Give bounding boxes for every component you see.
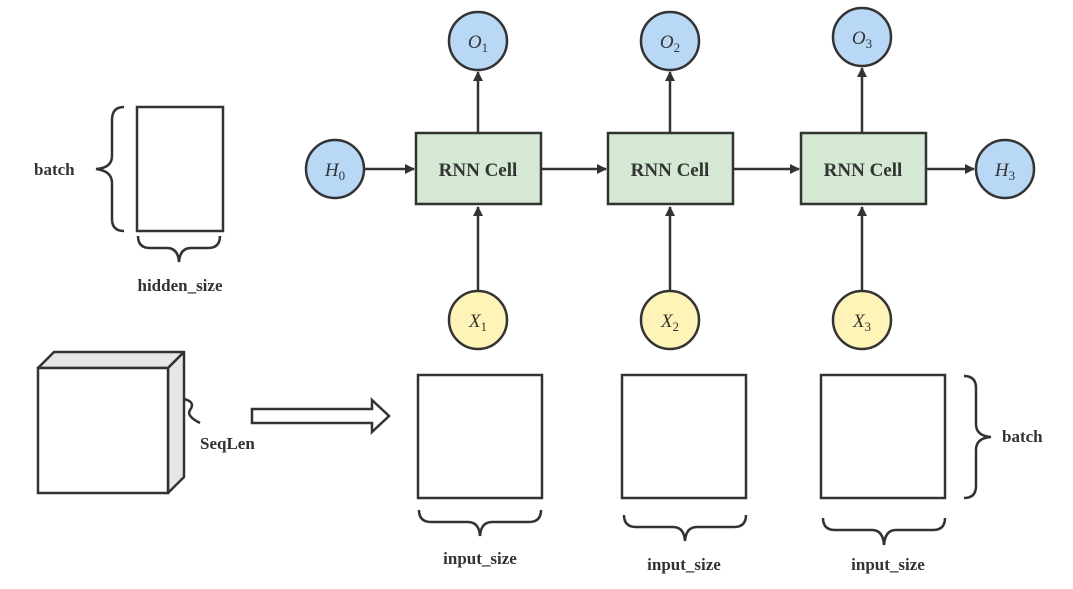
hidden-size-brace xyxy=(136,235,222,263)
rnn-cell-3 xyxy=(799,131,928,206)
cube-front-face xyxy=(36,366,170,495)
batch-brace-right xyxy=(963,374,992,500)
input-matrix-3 xyxy=(819,373,947,500)
rnn-step-3: RNN Cell O3 X3 input_size batch xyxy=(799,6,1043,574)
hidden-size-label: hidden_size xyxy=(137,276,222,295)
hollow-arrow xyxy=(250,397,391,435)
seqlen-label: SeqLen xyxy=(200,434,255,453)
rnn-cell-1-label: RNN Cell xyxy=(439,160,518,181)
h3-node: H3 xyxy=(974,138,1036,200)
hidden-matrix xyxy=(135,105,225,233)
h3-label: H3 xyxy=(994,160,1015,183)
h3-circle xyxy=(974,138,1036,200)
input-size-label-2: input_size xyxy=(647,555,721,574)
input-2-circle xyxy=(639,289,701,351)
input-size-brace-2 xyxy=(622,514,748,542)
batch-brace-left xyxy=(95,105,125,233)
hidden-matrix-group: batch hidden_size xyxy=(34,105,225,295)
rnn-cell-2-label: RNN Cell xyxy=(631,160,710,181)
h0-node: H0 xyxy=(304,138,366,200)
batch-label-right: batch xyxy=(1002,427,1043,446)
input-matrix-1 xyxy=(416,373,544,500)
output-2-circle xyxy=(639,10,701,72)
input-size-brace-3 xyxy=(821,517,947,546)
seqlen-brace xyxy=(183,397,201,425)
input-1-circle xyxy=(447,289,509,351)
output-1-circle xyxy=(447,10,509,72)
batch-label-left: batch xyxy=(34,160,75,179)
input-matrix-2 xyxy=(620,373,748,500)
input-size-label-1: input_size xyxy=(443,549,517,568)
input-size-label-3: input_size xyxy=(851,555,925,574)
rnn-step-2: RNN Cell O2 X2 input_size xyxy=(606,10,748,574)
input-cube-group: SeqLen xyxy=(36,350,391,495)
rnn-cell-3-label: RNN Cell xyxy=(824,160,903,181)
input-3-label: X3 xyxy=(852,311,871,334)
rnn-cell-1 xyxy=(414,131,543,206)
input-2-label: X2 xyxy=(660,311,679,334)
h0-label: H0 xyxy=(324,160,345,183)
rnn-step-1: RNN Cell O1 X1 input_size xyxy=(414,10,544,568)
output-1-label: O1 xyxy=(468,32,488,55)
output-3-circle xyxy=(831,6,893,68)
output-3-label: O3 xyxy=(852,28,872,51)
output-2-label: O2 xyxy=(660,32,680,55)
input-3-circle xyxy=(831,289,893,351)
h0-circle xyxy=(304,138,366,200)
rnn-cell-2 xyxy=(606,131,735,206)
cube-top-face xyxy=(36,350,186,370)
input-1-label: X1 xyxy=(468,311,487,334)
input-size-brace-1 xyxy=(417,509,543,537)
cube-side-face xyxy=(166,350,186,495)
